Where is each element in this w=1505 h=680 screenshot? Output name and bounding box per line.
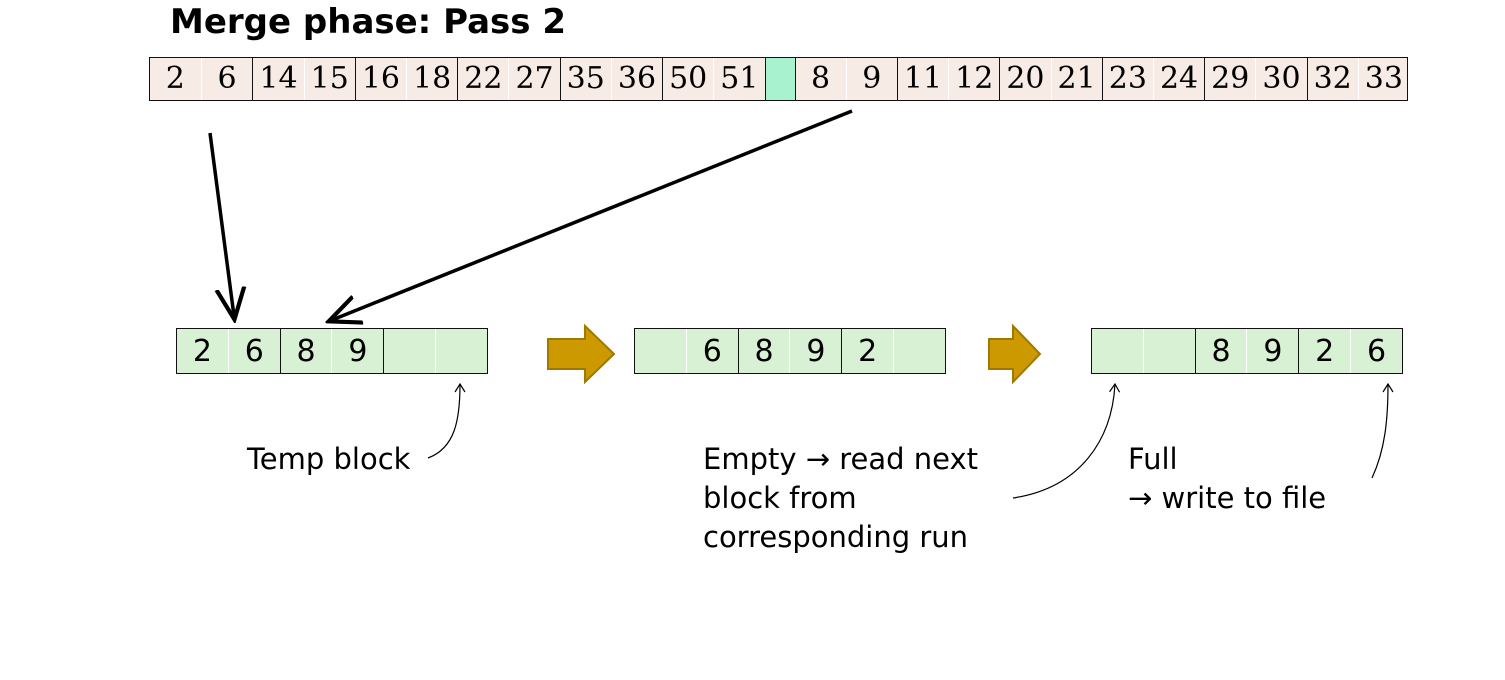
- file-cell: 2: [165, 61, 185, 96]
- file-cell: 11: [903, 61, 943, 96]
- file-cell: 23: [1108, 61, 1147, 96]
- file-cell: 8: [811, 61, 831, 96]
- file-cell: 24: [1152, 58, 1204, 100]
- temp-block-label: Temp block: [247, 440, 410, 479]
- file-cell: 35: [566, 61, 605, 96]
- file-cell: 21: [1050, 58, 1102, 100]
- file-cell: 16: [361, 61, 401, 96]
- empty-pointer: [1012, 382, 1121, 499]
- file-cell: 30: [1255, 58, 1306, 100]
- file-cell: 27: [508, 58, 559, 100]
- buffer-cell: 9: [331, 329, 383, 373]
- buffer-cell: 9: [1246, 329, 1298, 373]
- buffer-cell: 2: [1298, 329, 1350, 373]
- buffer-cell: 8: [279, 329, 332, 373]
- run-gap-block: [764, 58, 795, 100]
- buffer-cell: 2: [841, 329, 893, 373]
- file-cell: 6: [200, 58, 253, 100]
- buffer-cell: [893, 329, 945, 373]
- buffer-cell: [1142, 329, 1195, 373]
- full-label: Full → write to file: [1128, 440, 1326, 518]
- empty-label-line-1: Empty → read next: [703, 442, 979, 476]
- buffer-cell: [383, 329, 435, 373]
- temp-block-text: Temp block: [247, 442, 411, 476]
- temp-block-pointer: [427, 382, 466, 459]
- full-label-line-1: Full: [1128, 442, 1178, 476]
- buffer-cell: 6: [1350, 329, 1402, 373]
- run2-to-buffer-arrow: [332, 109, 853, 320]
- full-label-line-2: → write to file: [1128, 481, 1327, 515]
- file-cell: 18: [406, 58, 457, 100]
- file-cell: 50: [669, 61, 708, 96]
- buffer-cell: 6: [227, 329, 280, 373]
- full-pointer: [1371, 382, 1394, 479]
- empty-label-line-2: block from: [703, 481, 857, 515]
- flow-arrow-1: [547, 323, 616, 385]
- buffer-cell: 8: [1194, 329, 1247, 373]
- buffer-cell: [435, 329, 487, 373]
- empty-label: Empty → read next block from correspondi…: [703, 440, 978, 557]
- file-cell: 36: [610, 58, 662, 100]
- file-cell: 12: [948, 58, 999, 100]
- file-cell: 32: [1313, 61, 1352, 96]
- file-cell: 15: [303, 58, 355, 100]
- buffer-cell: 6: [685, 329, 738, 373]
- page-title: Merge phase: Pass 2: [170, 2, 567, 42]
- file-cell: 14: [259, 61, 298, 96]
- file-cell: 33: [1357, 58, 1409, 100]
- file-cell: 9: [845, 58, 897, 100]
- buffer-cell: 8: [737, 329, 790, 373]
- buffer-cell: 9: [789, 329, 841, 373]
- buffer-cell: 2: [192, 333, 212, 369]
- run1-to-buffer-arrow: [208, 132, 234, 316]
- flow-arrow-2: [988, 323, 1042, 385]
- file-cell: 29: [1211, 61, 1250, 96]
- empty-label-line-3: corresponding run: [703, 520, 969, 554]
- file-cell: 51: [713, 58, 764, 100]
- file-cell: 22: [464, 61, 503, 96]
- file-cell: 20: [1006, 61, 1045, 96]
